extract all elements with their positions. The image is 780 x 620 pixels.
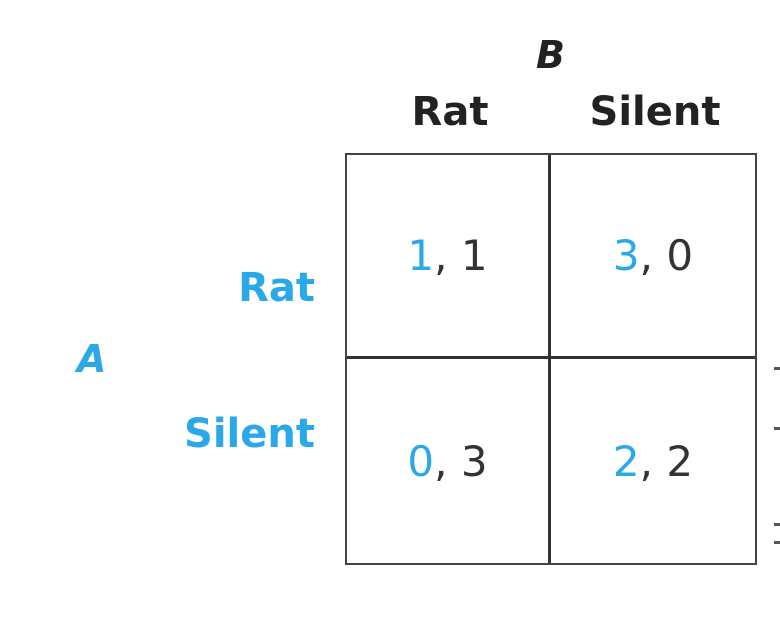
payoff-separator: , <box>639 231 667 280</box>
column-header-rat: Rat <box>411 89 489 135</box>
payoff-separator: , <box>639 436 667 486</box>
payoff-b: 1 <box>460 231 488 280</box>
row-header-rat: Rat <box>238 265 315 311</box>
payoff-cell-silent-rat: 0, 3 <box>347 359 551 563</box>
payoff-grid: 1, 1 3, 0 0, 3 2, 2 <box>345 153 757 565</box>
payoff-a: 2 <box>612 436 640 486</box>
payoff-a: 3 <box>612 231 640 280</box>
payoff-cell-rat-silent: 3, 0 <box>551 155 755 359</box>
payoff-b: 2 <box>666 436 694 486</box>
edge-mark <box>774 523 780 526</box>
payoff-a: 1 <box>407 231 435 280</box>
payoff-a: 0 <box>407 436 435 486</box>
column-player-label: B <box>536 33 565 77</box>
payoff-b: 3 <box>460 436 488 486</box>
payoff-cell-rat-rat: 1, 1 <box>347 155 551 359</box>
column-header-silent: Silent <box>589 89 721 135</box>
cropped-edge-marks <box>770 355 780 575</box>
edge-mark <box>774 367 780 370</box>
edge-mark <box>774 541 780 544</box>
payoff-b: 0 <box>666 231 694 280</box>
row-header-silent: Silent <box>184 411 315 457</box>
edge-mark <box>774 427 780 430</box>
payoff-separator: , <box>434 231 461 280</box>
payoff-separator: , <box>434 436 461 486</box>
payoff-cell-silent-silent: 2, 2 <box>551 359 755 563</box>
row-player-label: A <box>77 337 107 381</box>
